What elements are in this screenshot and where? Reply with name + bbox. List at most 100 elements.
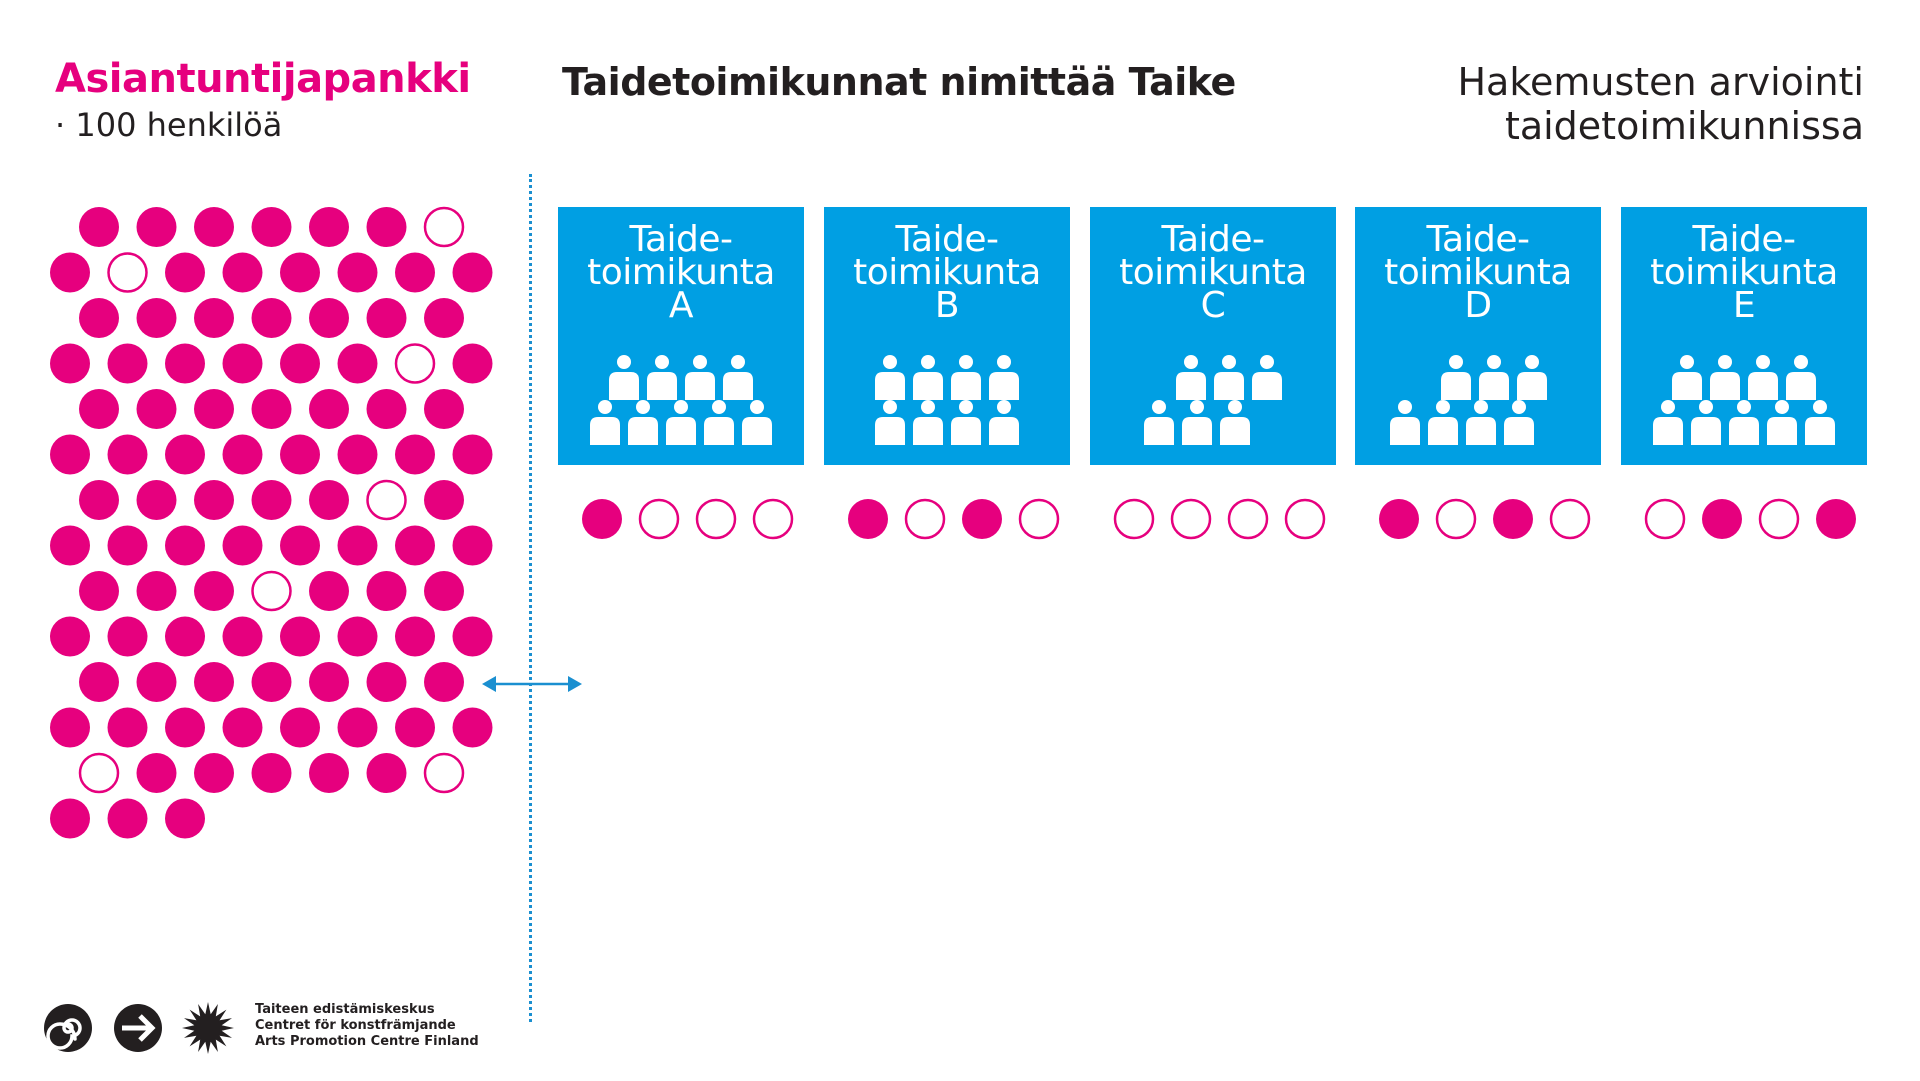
expert-dot-filled — [165, 252, 205, 293]
expert-dot-filled — [337, 707, 378, 748]
expert-dot-filled — [136, 662, 177, 702]
person-icon — [723, 355, 753, 400]
person-icon — [1748, 355, 1778, 400]
expert-dot-filled — [107, 616, 148, 657]
person-icon — [989, 355, 1019, 400]
expert-dot-filled — [280, 343, 320, 384]
org-name-fi: Taiteen edistämiskeskus — [255, 1002, 435, 1017]
expert-dot-filled — [309, 480, 349, 520]
expert-dot-filled — [136, 207, 177, 247]
expert-dot-filled — [107, 798, 148, 839]
expert-dot-filled — [136, 571, 177, 611]
expert-dot-filled — [280, 707, 320, 748]
committee-dot-filled — [1702, 499, 1742, 539]
expert-dot-filled — [165, 434, 205, 475]
person-icon — [1220, 400, 1250, 445]
expert-dot-filled — [136, 753, 177, 793]
person-icon — [1479, 355, 1509, 400]
expert-dot-filled — [194, 389, 234, 429]
expert-dot-filled — [136, 389, 177, 429]
committee-dot-empty — [1018, 498, 1060, 540]
committee-dot-empty — [1644, 498, 1686, 540]
committee-members — [875, 355, 1019, 445]
expert-dot-filled — [337, 252, 378, 293]
expert-dot-filled — [79, 480, 119, 520]
person-icon — [875, 400, 905, 445]
person-icon — [1767, 400, 1797, 445]
expert-dot-filled — [337, 616, 378, 657]
evaluation-title-line2: taidetoimikunnissa — [1504, 104, 1864, 148]
committee-letter: D — [1464, 285, 1492, 326]
expert-dot-filled — [222, 434, 263, 475]
committee-title-line1: Taide- — [1161, 219, 1265, 260]
expert-dot-filled — [280, 434, 320, 475]
expert-bank-subtitle: · 100 henkilöä — [55, 106, 283, 144]
expert-dot-filled — [424, 389, 464, 429]
person-icon — [1428, 400, 1458, 445]
footer-logos — [44, 1002, 234, 1054]
committee-dot-empty — [1435, 498, 1477, 540]
expert-dot-filled — [194, 662, 234, 702]
expert-dot-filled — [50, 616, 90, 657]
committee-dot-filled — [848, 499, 888, 539]
expert-dot-filled — [222, 252, 263, 293]
person-icon — [913, 400, 943, 445]
expert-dot-filled — [222, 707, 263, 748]
committee-member-dots — [582, 498, 1856, 540]
expert-dot-empty — [251, 570, 292, 612]
double-arrow-icon — [482, 676, 582, 692]
committee-dot-empty — [1113, 498, 1155, 540]
expert-dot-filled — [424, 480, 464, 520]
person-icon — [685, 355, 715, 400]
expert-dot-filled — [366, 662, 407, 702]
expert-dot-filled — [50, 434, 90, 475]
expert-dot-filled — [309, 389, 349, 429]
expert-dot-filled — [79, 207, 119, 247]
expert-dot-filled — [165, 525, 205, 566]
expert-bank-title: Asiantuntijapankki — [55, 56, 471, 102]
expert-dot-filled — [337, 434, 378, 475]
expert-dot-filled — [424, 298, 464, 338]
committee-title-line2: toimikunta — [853, 252, 1041, 293]
expert-dot-filled — [50, 343, 90, 384]
person-icon — [666, 400, 696, 445]
committee-dot-filled — [1816, 499, 1856, 539]
committee-letter: B — [934, 285, 960, 326]
expert-dot-filled — [309, 298, 349, 338]
committee-dot-empty — [695, 498, 737, 540]
expert-dot-filled — [251, 662, 292, 702]
committee-members — [590, 355, 772, 445]
expert-dot-filled — [107, 707, 148, 748]
expert-dot-filled — [251, 389, 292, 429]
person-icon — [1691, 400, 1721, 445]
expert-dot-filled — [452, 525, 493, 566]
committee-members — [1653, 355, 1835, 445]
expert-dot-filled — [165, 798, 205, 839]
expert-dot-filled — [395, 707, 435, 748]
committee-dot-filled — [1493, 499, 1533, 539]
expert-dot-empty — [78, 752, 120, 794]
expert-dot-filled — [366, 571, 407, 611]
expert-dot-filled — [194, 298, 234, 338]
committee-letter: C — [1200, 285, 1226, 326]
committee-title-line2: toimikunta — [587, 252, 775, 293]
person-icon — [742, 400, 772, 445]
expert-dot-filled — [107, 525, 148, 566]
expert-dot-empty — [423, 206, 465, 248]
spiral-logo-icon — [44, 1004, 92, 1052]
expert-dot-filled — [395, 525, 435, 566]
committee-letter: A — [668, 285, 694, 326]
committee-title-line2: toimikunta — [1384, 252, 1572, 293]
committees-title: Taidetoimikunnat nimittää Taike — [562, 60, 1236, 104]
person-icon — [1710, 355, 1740, 400]
expert-dot-filled — [366, 298, 407, 338]
person-icon — [1504, 400, 1534, 445]
expert-bank-dots — [50, 206, 493, 839]
expert-dot-filled — [280, 252, 320, 293]
